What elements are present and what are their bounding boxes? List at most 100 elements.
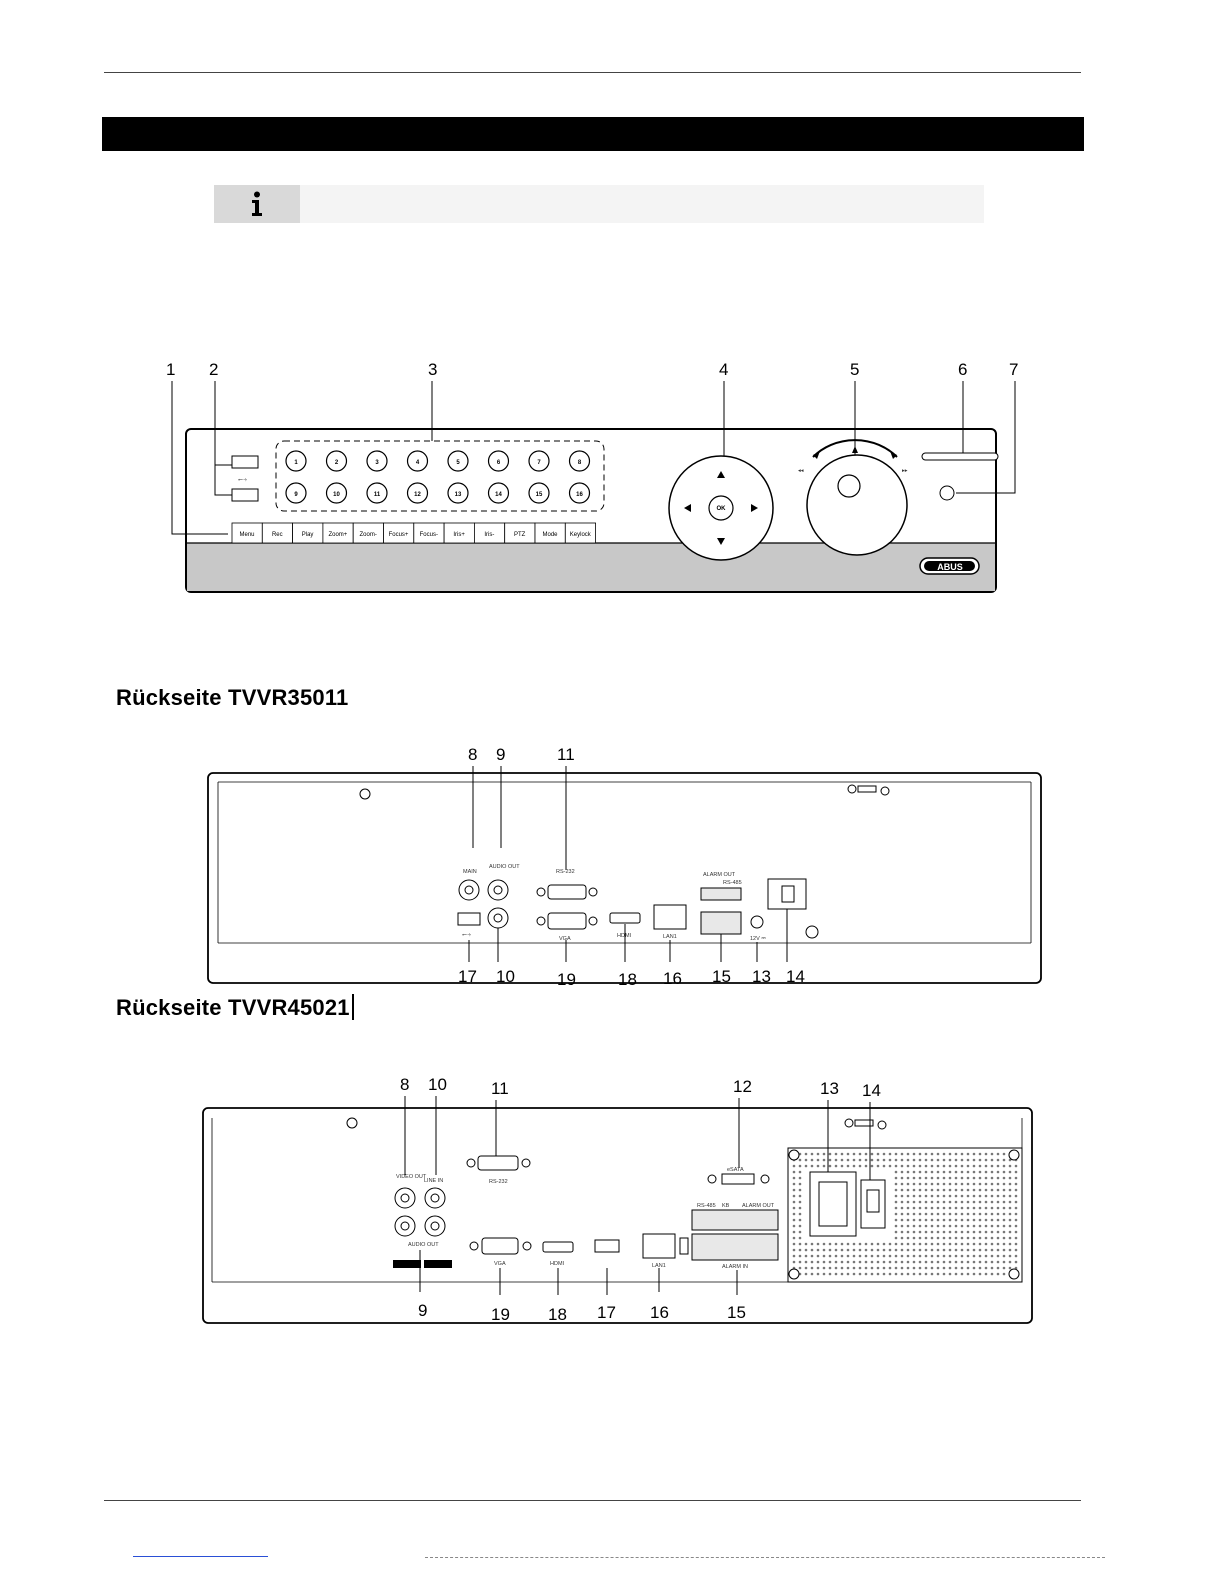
function-button-zoom-[interactable]: Zoom+ xyxy=(322,522,354,544)
svg-text:ALARM IN: ALARM IN xyxy=(722,1264,748,1270)
left-arrow-icon[interactable] xyxy=(684,504,691,512)
svg-text:16: 16 xyxy=(650,1303,669,1322)
channel-button-9[interactable]: 9 xyxy=(285,482,307,504)
channel-button-3[interactable]: 3 xyxy=(366,450,388,472)
function-button-zoom-[interactable]: Zoom- xyxy=(352,522,384,544)
function-button-label: PTZ xyxy=(514,532,526,538)
channel-button-label: 12 xyxy=(414,492,421,498)
function-button-keylock[interactable]: Keylock xyxy=(564,522,596,544)
footer-rule xyxy=(104,1500,1081,1501)
section-bar xyxy=(102,117,1084,151)
channel-button-1[interactable]: 1 xyxy=(285,450,307,472)
svg-text:11: 11 xyxy=(491,1079,509,1098)
callout-2: 2 xyxy=(209,360,218,379)
svg-text:18: 18 xyxy=(618,970,637,989)
svg-text:RS-232: RS-232 xyxy=(556,869,575,875)
function-button-label: Iris+ xyxy=(453,532,465,538)
channel-button-14[interactable]: 14 xyxy=(487,482,510,504)
svg-text:▸▸: ▸▸ xyxy=(902,468,908,474)
channel-button-13[interactable]: 13 xyxy=(447,482,469,504)
channel-button-2[interactable]: 2 xyxy=(325,450,348,472)
svg-text:ALARM OUT: ALARM OUT xyxy=(742,1203,775,1209)
channel-button-label: 4 xyxy=(416,460,420,466)
channel-button-15[interactable]: 15 xyxy=(528,482,550,504)
svg-text:HDMI: HDMI xyxy=(617,933,632,939)
svg-text:⭠⇢: ⭠⇢ xyxy=(238,477,247,483)
svg-text:RS-485: RS-485 xyxy=(723,880,742,886)
channel-button-label: 10 xyxy=(333,492,340,498)
channel-button-7[interactable]: 7 xyxy=(528,450,550,472)
channel-button-12[interactable]: 12 xyxy=(406,482,429,504)
function-button-menu[interactable]: Menu xyxy=(231,522,263,544)
jog-shuttle[interactable] xyxy=(806,454,908,556)
function-button-mode[interactable]: Mode xyxy=(534,522,566,544)
callout-6: 6 xyxy=(958,360,967,379)
function-button-focus-[interactable]: Focus- xyxy=(413,522,445,544)
channel-button-16[interactable]: 16 xyxy=(568,482,591,504)
svg-text:eSATA: eSATA xyxy=(727,1167,744,1173)
function-button-rec[interactable]: Rec xyxy=(261,522,293,544)
svg-text:14: 14 xyxy=(786,967,805,986)
channel-button-label: 3 xyxy=(375,460,379,466)
channel-button-10[interactable]: 10 xyxy=(325,482,348,504)
svg-text:13: 13 xyxy=(752,967,771,986)
svg-text:KB: KB xyxy=(722,1203,730,1209)
ok-button[interactable]: OK xyxy=(717,506,727,512)
svg-text:ALARM OUT: ALARM OUT xyxy=(703,872,736,878)
info-note xyxy=(214,185,984,223)
callout-4: 4 xyxy=(719,360,728,379)
svg-text:11: 11 xyxy=(557,745,575,764)
svg-text:8: 8 xyxy=(468,745,477,764)
svg-text:18: 18 xyxy=(548,1305,567,1324)
channel-button-label: 2 xyxy=(335,460,339,466)
svg-text:LAN1: LAN1 xyxy=(652,1263,666,1269)
channel-button-4[interactable]: 4 xyxy=(406,450,429,472)
footer-link[interactable] xyxy=(133,1556,268,1557)
svg-text:19: 19 xyxy=(491,1305,510,1324)
svg-text:15: 15 xyxy=(727,1303,746,1322)
svg-text:AUDIO OUT: AUDIO OUT xyxy=(408,1242,439,1248)
channel-button-11[interactable]: 11 xyxy=(366,482,388,504)
svg-text:HDMI: HDMI xyxy=(550,1261,565,1267)
function-button-play[interactable]: Play xyxy=(292,522,324,544)
text-cursor xyxy=(351,994,354,1020)
function-button-ptz[interactable]: PTZ xyxy=(504,522,536,544)
svg-text:⭠⇢: ⭠⇢ xyxy=(462,932,471,938)
function-button-iris-[interactable]: Iris- xyxy=(473,522,506,544)
right-arrow-icon[interactable] xyxy=(751,504,758,512)
function-button-iris-[interactable]: Iris+ xyxy=(443,522,475,544)
function-button-label: Zoom+ xyxy=(328,532,347,538)
rear-panel-35011-diagram: 8 9 11 MAIN AUDIO OUT ⭠⇢ RS-232 VGA HDMI… xyxy=(207,745,1042,989)
channel-button-6[interactable]: 6 xyxy=(487,450,510,472)
channel-button-label: 1 xyxy=(294,460,298,466)
footer-dotted-line xyxy=(425,1557,1105,1558)
function-button-label: Menu xyxy=(239,532,254,538)
svg-text:VGA: VGA xyxy=(494,1261,506,1267)
svg-text:LINE IN: LINE IN xyxy=(424,1178,443,1184)
down-arrow-icon[interactable] xyxy=(717,538,725,545)
svg-text:MAIN: MAIN xyxy=(463,869,477,875)
function-buttons: Menu Rec Play Zoom+ Zoom- Focus+ Focus- Iris+ Ir… xyxy=(231,522,596,544)
channel-button-label: 14 xyxy=(495,492,502,498)
callout-3: 3 xyxy=(428,360,437,379)
function-button-label: Focus+ xyxy=(389,532,409,538)
channel-button-label: 9 xyxy=(294,492,298,498)
callout-1: 1 xyxy=(166,360,175,379)
svg-text:8: 8 xyxy=(400,1075,409,1094)
function-button-label: Iris- xyxy=(484,532,494,538)
svg-text:17: 17 xyxy=(597,1303,616,1322)
svg-text:12: 12 xyxy=(733,1077,752,1096)
up-arrow-icon[interactable] xyxy=(717,471,725,478)
channel-button-8[interactable]: 8 xyxy=(568,450,591,472)
brand-logo: ABUS xyxy=(937,562,963,572)
function-button-label: Zoom- xyxy=(360,532,377,538)
channel-button-5[interactable]: 5 xyxy=(447,450,469,472)
svg-text:13: 13 xyxy=(820,1079,839,1098)
svg-text:17: 17 xyxy=(458,967,477,986)
header-rule xyxy=(104,72,1081,73)
function-button-label: Play xyxy=(302,532,314,538)
svg-text:16: 16 xyxy=(663,969,682,988)
function-button-focus-[interactable]: Focus+ xyxy=(383,522,415,544)
svg-text:AUDIO OUT: AUDIO OUT xyxy=(489,864,520,870)
